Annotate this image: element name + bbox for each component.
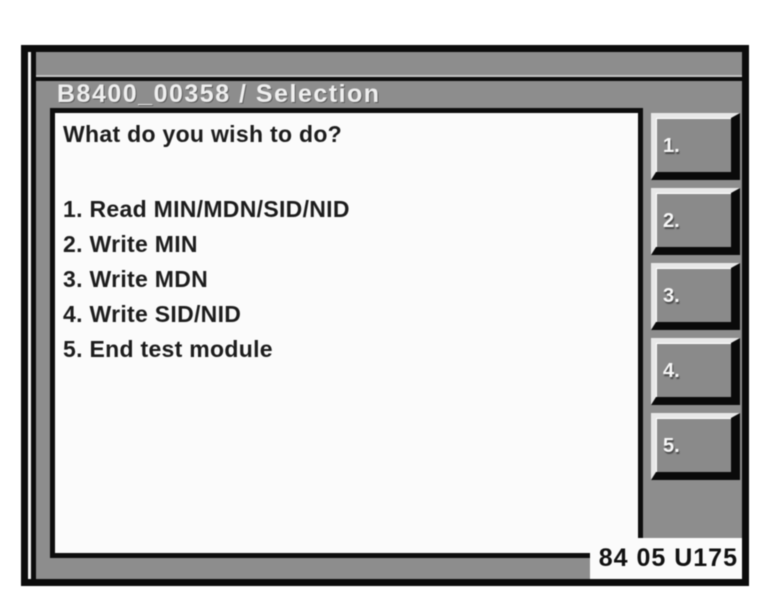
softkey-button-2[interactable]: 2. (651, 188, 740, 255)
content-panel: What do you wish to do? 1. Read MIN/MDN/… (50, 108, 643, 558)
status-code-text: 84 05 U175 (598, 544, 738, 572)
menu-item-4: 4. Write SID/NID (63, 301, 242, 327)
softkey-button-4[interactable]: 4. (651, 338, 740, 405)
softkey-label-5: 5. (663, 435, 680, 457)
softkey-label-1: 1. (663, 135, 680, 157)
menu-list: 1. Read MIN/MDN/SID/NID 2. Write MIN 3. … (63, 192, 632, 367)
softkey-button-3[interactable]: 3. (651, 263, 740, 330)
softkey-button-5[interactable]: 5. (651, 413, 740, 480)
softkey-label-3: 3. (663, 285, 680, 307)
top-divider-line (36, 75, 742, 81)
menu-item-1: 1. Read MIN/MDN/SID/NID (63, 196, 350, 222)
left-rail-highlight (28, 52, 31, 579)
window-title: B8400_00358 / Selection (57, 80, 381, 108)
prompt-text: What do you wish to do? (63, 121, 343, 147)
status-box: 84 05 U175 (590, 538, 742, 579)
left-rail-line (31, 52, 36, 579)
menu-item-5: 5. End test module (63, 336, 273, 362)
menu-item-2: 2. Write MIN (63, 231, 198, 257)
softkey-label-4: 4. (663, 360, 680, 382)
menu-item-3: 3. Write MDN (63, 266, 209, 292)
tester-screen-bezel: B8400_00358 / Selection What do you wish… (21, 45, 749, 586)
softkey-button-1[interactable]: 1. (651, 113, 740, 180)
softkey-label-2: 2. (663, 210, 680, 232)
